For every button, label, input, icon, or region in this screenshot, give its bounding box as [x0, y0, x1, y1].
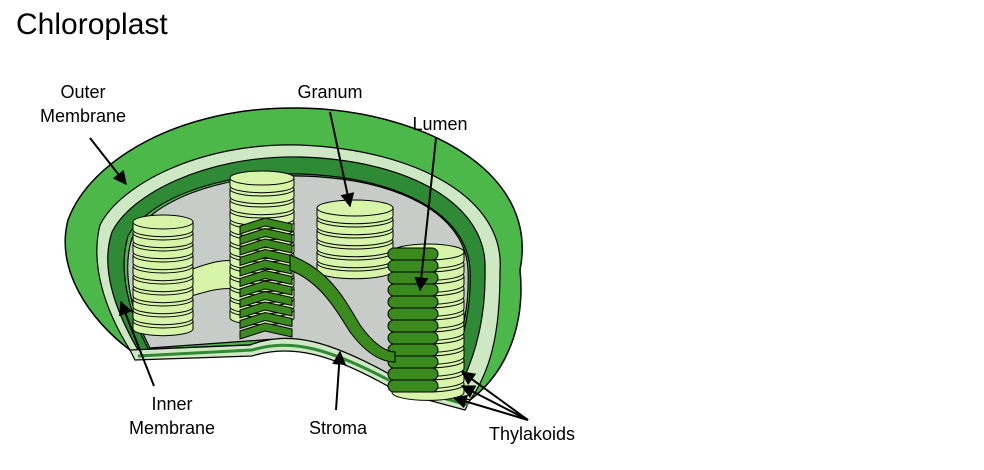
- thylakoids-arrow-3: [452, 394, 529, 421]
- stroma-lamella-dark: [289, 254, 396, 363]
- thylakoid-cut-disc: [239, 238, 293, 256]
- thylakoid-cut-disc: [239, 269, 293, 288]
- thylakoid-cut-disc: [239, 301, 293, 319]
- granum-center-cut: [239, 217, 293, 340]
- stroma-arrow: [332, 350, 347, 411]
- thylakoid-cut-disc: [239, 311, 293, 330]
- thylakoids-arrow-1: [460, 371, 529, 421]
- label-lumen: Lumen: [412, 114, 468, 134]
- thylakoid-cut-disc: [387, 307, 439, 321]
- thylakoid-cut-disc: [239, 280, 293, 298]
- label-granum: Granum: [297, 82, 363, 102]
- outer-membrane-arrow: [89, 137, 127, 186]
- thylakoid-cut-disc: [239, 322, 293, 340]
- thylakoid-cut-disc: [239, 217, 293, 235]
- granum-middle: [316, 199, 394, 280]
- thylakoid-disc: [229, 170, 295, 186]
- thylakoid-cut-disc: [387, 331, 439, 345]
- label-stroma: Stroma: [308, 418, 368, 438]
- thylakoid-disc: [132, 214, 194, 230]
- thylakoid-cut-disc: [387, 367, 439, 381]
- cut-edge-line: [137, 343, 469, 407]
- label-outer-membrane: Outer Membrane: [39, 82, 127, 126]
- inner-membrane-arrow: [119, 300, 155, 387]
- thylakoid-cut-disc: [387, 247, 439, 261]
- thylakoid-cut-disc: [387, 283, 439, 297]
- granum-right: [387, 243, 465, 401]
- thylakoid-cut-disc: [387, 259, 439, 273]
- label-thylakoids: Thylakoids: [488, 424, 576, 444]
- lumen-arrow: [414, 137, 437, 292]
- diagram-title: Chloroplast: [16, 8, 168, 41]
- cut-edge-bottom: [129, 337, 471, 411]
- thylakoid-cut-disc: [387, 271, 439, 285]
- thylakoid-cut-disc: [387, 295, 439, 309]
- thylakoid-cut-disc: [387, 379, 439, 393]
- thylakoids-arrow-2: [460, 385, 529, 421]
- thylakoid-cut-disc: [239, 227, 293, 246]
- thylakoid-cut-disc: [387, 319, 439, 333]
- granum-arrow: [329, 111, 355, 208]
- label-inner-membrane: Inner Membrane: [128, 394, 216, 438]
- thylakoid-cut-disc: [239, 290, 293, 309]
- granum-left: [132, 214, 194, 337]
- thylakoid-disc: [316, 199, 394, 217]
- thylakoid-cut-disc: [239, 259, 293, 277]
